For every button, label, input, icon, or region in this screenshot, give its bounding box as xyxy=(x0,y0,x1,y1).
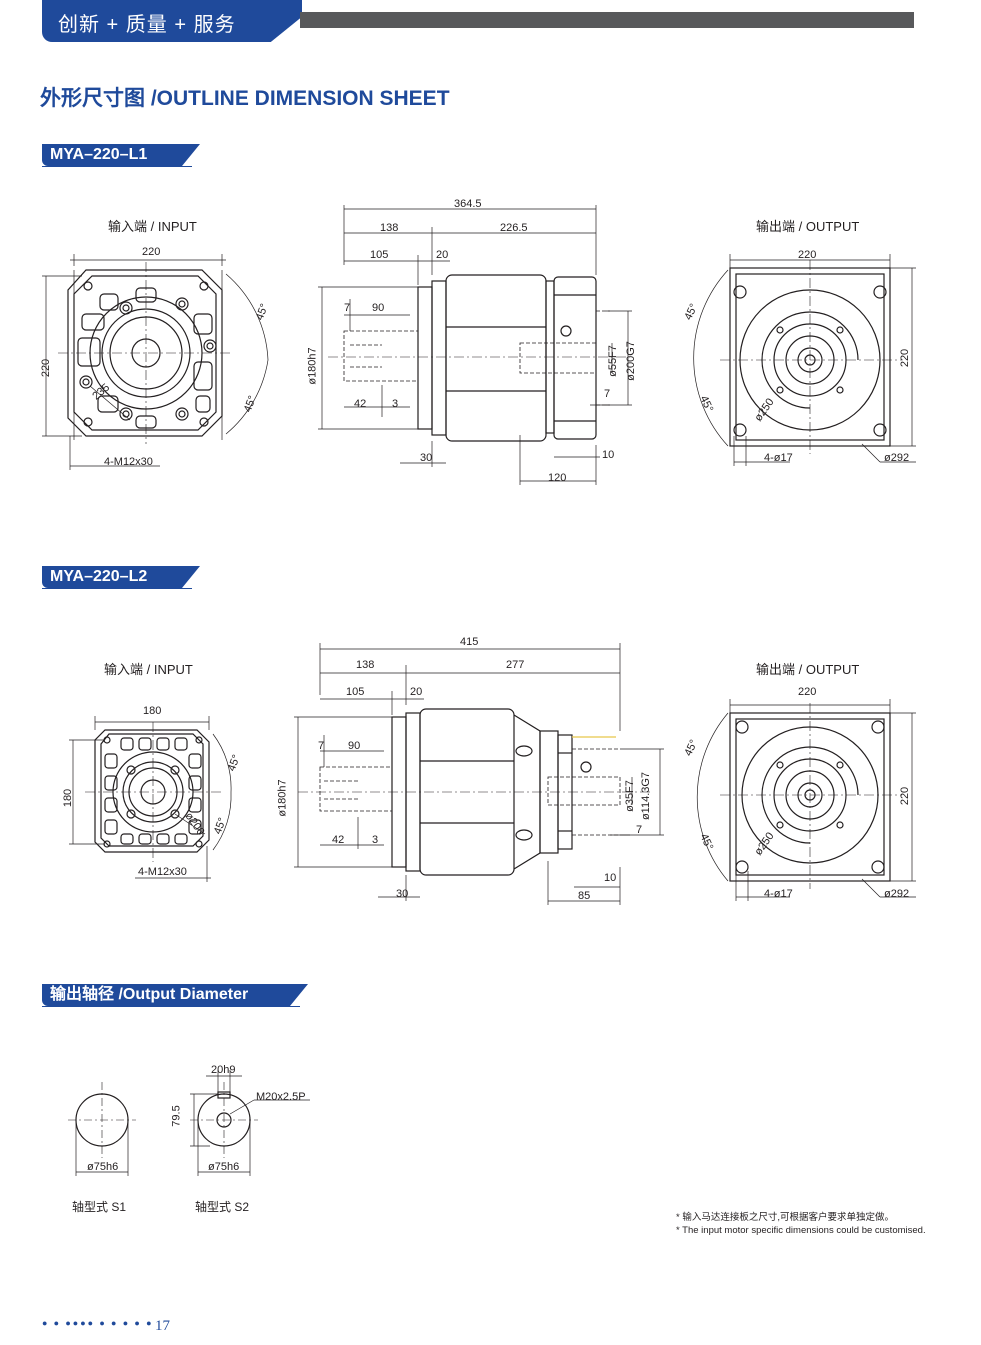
l2-output-width: 220 xyxy=(798,686,817,698)
page-title: 外形尺寸图 /OUTLINE DIMENSION SHEET xyxy=(40,87,450,110)
l1-dim-f: 90 xyxy=(372,302,385,314)
section-line xyxy=(42,588,192,589)
l2-dim-m: 7 xyxy=(636,824,643,836)
l2-dim-h: 3 xyxy=(372,834,379,846)
l1-output-width: 220 xyxy=(798,249,817,261)
header-banner: 创新 + 质量 + 服务 xyxy=(58,14,236,36)
l2-dim-d: 20 xyxy=(410,686,423,698)
l2-input-height: 180 xyxy=(62,788,75,808)
l1-dim-k: 120 xyxy=(548,472,567,484)
section-line xyxy=(42,1006,300,1007)
l2-output-holes: 4-ø17 xyxy=(764,888,793,900)
l1-shaft-dia: ø55F7 xyxy=(606,345,619,377)
l1-bore: ø180h7 xyxy=(306,347,319,385)
l1-dim-b: 226.5 xyxy=(500,222,528,234)
l2-dim-e: 7 xyxy=(318,740,325,752)
l1-dim-g: 42 xyxy=(354,398,367,410)
l2-output-pcd: ø292 xyxy=(884,888,910,900)
page-number: 17 xyxy=(155,1318,170,1334)
shaft-s2-key-width: 20h9 xyxy=(211,1064,236,1076)
l1-dim-i: 30 xyxy=(420,452,433,464)
l2-shaft-dia: ø35F7 xyxy=(623,780,636,812)
l1-output-pcd: ø292 xyxy=(884,452,910,464)
l1-output-holes: 4-ø17 xyxy=(764,452,793,464)
l2-input-drawing xyxy=(69,716,232,882)
note-cn: * 输入马达连接板之尺寸,可根据客户要求单独定做。 xyxy=(676,1212,894,1223)
l2-dim-i: 30 xyxy=(396,888,409,900)
l2-dim-g: 42 xyxy=(332,834,345,846)
page-dots: ● ● ●●●● ● ● ● ● ● xyxy=(42,1318,154,1328)
header-tab xyxy=(42,0,302,42)
section-label-l1: MYA–220–L1 xyxy=(42,144,200,166)
l1-dim-m: 7 xyxy=(604,388,611,400)
l1-dim-a: 138 xyxy=(380,222,399,234)
header-bar xyxy=(300,12,914,28)
section-label-l2: MYA–220–L2 xyxy=(42,566,200,588)
l2-input-width: 180 xyxy=(143,705,162,717)
output-view-label: 输出端 / OUTPUT xyxy=(756,219,860,234)
shaft-s2-height: 79.5 xyxy=(170,1105,183,1127)
l2-side-drawing xyxy=(294,643,664,905)
l2-dim-c: 105 xyxy=(346,686,365,698)
l1-dim-j: 10 xyxy=(602,449,615,461)
l2-pilot-dia: ø114.3G7 xyxy=(640,771,653,821)
l1-output-drawing xyxy=(693,254,916,466)
l1-input-height: 220 xyxy=(40,358,53,378)
l2-output-height: 220 xyxy=(899,786,912,806)
input-view-label: 输入端 / INPUT xyxy=(104,662,193,677)
shaft-s2-thread: M20x2.5P xyxy=(256,1091,306,1103)
shaft-s1-caption: 轴型式 S1 xyxy=(72,1200,127,1214)
note-en: * The input motor specific dimensions co… xyxy=(676,1225,926,1236)
output-flange xyxy=(553,276,597,440)
l2-dim-j: 10 xyxy=(604,872,617,884)
l1-dim-h: 3 xyxy=(392,398,399,410)
output-view-label: 输出端 / OUTPUT xyxy=(756,662,860,677)
section-label-diameter: 输出轴径 /Output Diameter xyxy=(42,984,308,1006)
l1-dim-d: 20 xyxy=(436,249,449,261)
l1-input-width: 220 xyxy=(142,246,161,258)
l1-output-height: 220 xyxy=(899,348,912,368)
shaft-s1-diameter: ø75h6 xyxy=(87,1161,119,1173)
shaft-s2-caption: 轴型式 S2 xyxy=(195,1200,250,1214)
l1-side-drawing xyxy=(318,205,632,485)
l2-dim-k: 85 xyxy=(578,890,591,902)
input-flange-outline xyxy=(67,269,223,437)
shaft-s2-diameter: ø75h6 xyxy=(208,1161,240,1173)
l1-dim-c: 105 xyxy=(370,249,389,261)
input-flange-outline xyxy=(94,729,210,853)
l2-dim-b: 277 xyxy=(506,659,525,671)
l2-bore: ø180h7 xyxy=(276,779,289,817)
section-line xyxy=(42,166,192,167)
l1-pilot-dia: ø200G7 xyxy=(624,341,637,381)
input-view-label: 输入端 / INPUT xyxy=(108,219,197,234)
l2-input-bolt: 4-M12x30 xyxy=(138,866,187,878)
l1-dim-e: 7 xyxy=(344,302,351,314)
l1-total-length: 364.5 xyxy=(454,198,482,210)
l1-input-bolt: 4-M12x30 xyxy=(104,456,153,468)
l2-dim-a: 138 xyxy=(356,659,375,671)
l2-dim-f: 90 xyxy=(348,740,361,752)
shaft-s2-drawing xyxy=(190,1070,310,1176)
l2-total-length: 415 xyxy=(460,636,479,648)
shaft-s1-drawing xyxy=(68,1082,136,1176)
l1-input-drawing xyxy=(42,254,269,470)
gear-housing xyxy=(445,274,547,442)
l2-output-drawing xyxy=(696,699,916,901)
